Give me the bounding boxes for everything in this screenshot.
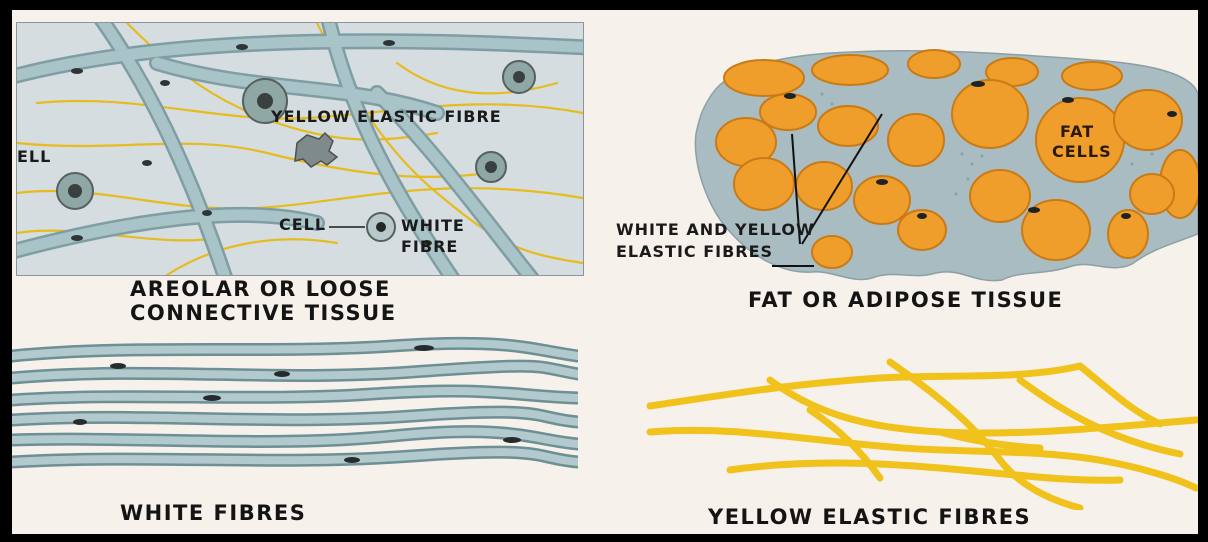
caption-areolar-line2: CONNECTIVE TISSUE	[130, 302, 397, 324]
label-cell: CELL	[279, 217, 326, 234]
label-partial-cell: ELL	[17, 149, 51, 166]
areolar-tissue-illustration: ELL YELLOW ELASTIC FIBRE CELL WHITE FIBR…	[16, 22, 584, 276]
label-white-yellow-fibres-line2: ELASTIC FIBRES	[616, 244, 773, 261]
white-fibres-illustration	[12, 336, 578, 476]
caption-yellow-elastic-fibres: YELLOW ELASTIC FIBRES	[708, 506, 1031, 528]
label-fat-cells-line2: CELLS	[1052, 144, 1112, 161]
label-fat-cells-line1: FAT	[1060, 124, 1094, 141]
caption-areolar-line1: AREOLAR OR LOOSE	[130, 278, 391, 300]
yellow-elastic-fibres-illustration	[640, 350, 1198, 510]
label-white-yellow-fibres-line1: WHITE AND YELLOW	[616, 222, 815, 239]
diagram-frame: ELL YELLOW ELASTIC FIBRE CELL WHITE FIBR…	[12, 10, 1198, 534]
caption-white-fibres: WHITE FIBRES	[120, 502, 306, 524]
label-white-fibre-line2: FIBRE	[401, 239, 458, 256]
caption-adipose: FAT OR ADIPOSE TISSUE	[748, 289, 1063, 311]
label-yellow-elastic-fibre: YELLOW ELASTIC FIBRE	[271, 109, 502, 126]
label-white-fibre-line1: WHITE	[401, 218, 465, 235]
